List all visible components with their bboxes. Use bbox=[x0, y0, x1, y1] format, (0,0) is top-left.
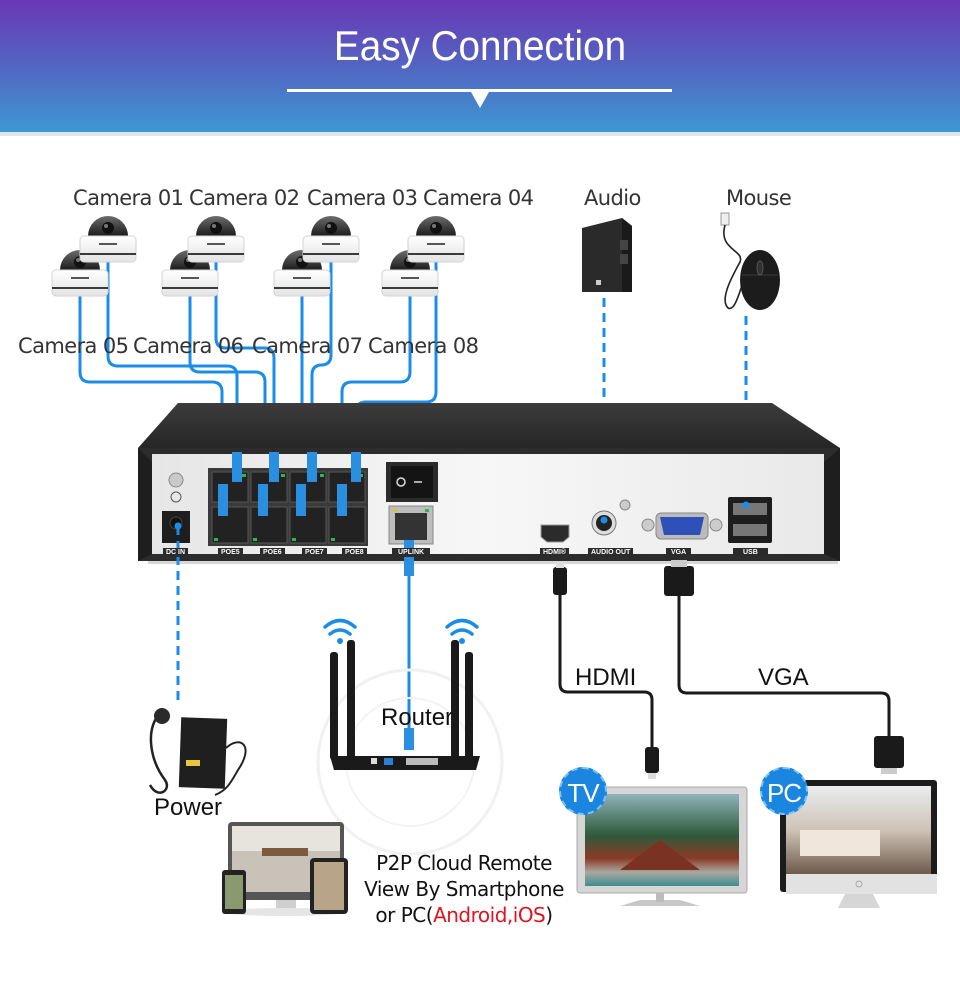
camera-04-icon bbox=[407, 215, 465, 263]
camera-08-label: Camera 08 bbox=[368, 334, 479, 358]
remote-line-3: or PC(Android,iOS) bbox=[354, 902, 574, 928]
port-label-poe5: POE5 bbox=[218, 548, 243, 557]
tv-icon bbox=[576, 786, 748, 906]
platform-highlight: Android,iOS bbox=[433, 903, 546, 927]
port-label-dc-in: DC IN bbox=[163, 548, 189, 557]
hdmi-label: HDMI bbox=[575, 664, 637, 691]
camera-03-icon bbox=[302, 215, 360, 263]
port-label-poe6: POE6 bbox=[260, 548, 285, 557]
router-icon bbox=[316, 640, 504, 856]
port-label-hdmi: HDMI® bbox=[540, 548, 570, 557]
remote-view-caption: P2P Cloud Remote View By Smartphone or P… bbox=[354, 850, 574, 928]
wifi-icon-left bbox=[323, 618, 357, 636]
port-label-uplink: UPLINK bbox=[392, 548, 431, 557]
wifi-icon-right bbox=[445, 618, 479, 636]
vga-label: VGA bbox=[758, 664, 809, 691]
cable-camera-02 bbox=[214, 262, 276, 455]
hdmi-cable bbox=[553, 562, 659, 779]
camera-03-label: Camera 03 bbox=[307, 186, 418, 210]
vga-cable bbox=[664, 560, 904, 774]
pc-badge: PC bbox=[760, 767, 808, 815]
banner-divider bbox=[0, 132, 960, 136]
remote-line-2: View By Smartphone bbox=[364, 877, 564, 901]
down-arrow-icon bbox=[471, 92, 489, 108]
cable-camera-06 bbox=[188, 296, 267, 465]
speaker-icon bbox=[582, 218, 632, 292]
camera-02-icon bbox=[187, 215, 245, 263]
nvr-device bbox=[138, 403, 840, 564]
remote-line-3-prefix: or PC( bbox=[375, 903, 434, 927]
port-label-usb: USB bbox=[733, 548, 768, 557]
header-banner: Easy Connection bbox=[0, 0, 960, 132]
camera-07-label: Camera 07 bbox=[252, 334, 363, 358]
power-adapter-icon bbox=[148, 708, 247, 796]
page-title: Easy Connection bbox=[333, 22, 627, 69]
cable-camera-05 bbox=[78, 296, 224, 465]
uplink-cable bbox=[404, 540, 414, 750]
cable-camera-03 bbox=[310, 262, 333, 455]
cable-camera-08 bbox=[340, 296, 412, 465]
tv-badge: TV bbox=[559, 767, 607, 815]
mouse-icon bbox=[720, 212, 780, 310]
port-label-vga: VGA bbox=[666, 548, 692, 557]
mouse-label: Mouse bbox=[726, 186, 792, 210]
power-label: Power bbox=[154, 794, 223, 821]
camera-cables bbox=[78, 262, 438, 465]
pc-monitor-icon bbox=[780, 780, 937, 908]
port-label-poe8: POE8 bbox=[342, 548, 367, 557]
camera-04-label: Camera 04 bbox=[423, 186, 534, 210]
audio-label: Audio bbox=[584, 186, 641, 210]
port-label-poe7: POE7 bbox=[302, 548, 327, 557]
router-label: Router bbox=[381, 704, 454, 731]
port-label-audio-out: AUDIO OUT bbox=[588, 548, 634, 557]
camera-02-label: Camera 02 bbox=[189, 186, 300, 210]
camera-01-label: Camera 01 bbox=[73, 186, 184, 210]
title-underline bbox=[287, 89, 672, 92]
remote-line-1: P2P Cloud Remote bbox=[376, 851, 552, 875]
camera-05-label: Camera 05 bbox=[18, 334, 129, 358]
remote-devices-icon bbox=[222, 822, 348, 916]
remote-line-3-suffix: ) bbox=[545, 903, 553, 927]
camera-06-label: Camera 06 bbox=[133, 334, 244, 358]
camera-01-icon bbox=[79, 215, 137, 263]
